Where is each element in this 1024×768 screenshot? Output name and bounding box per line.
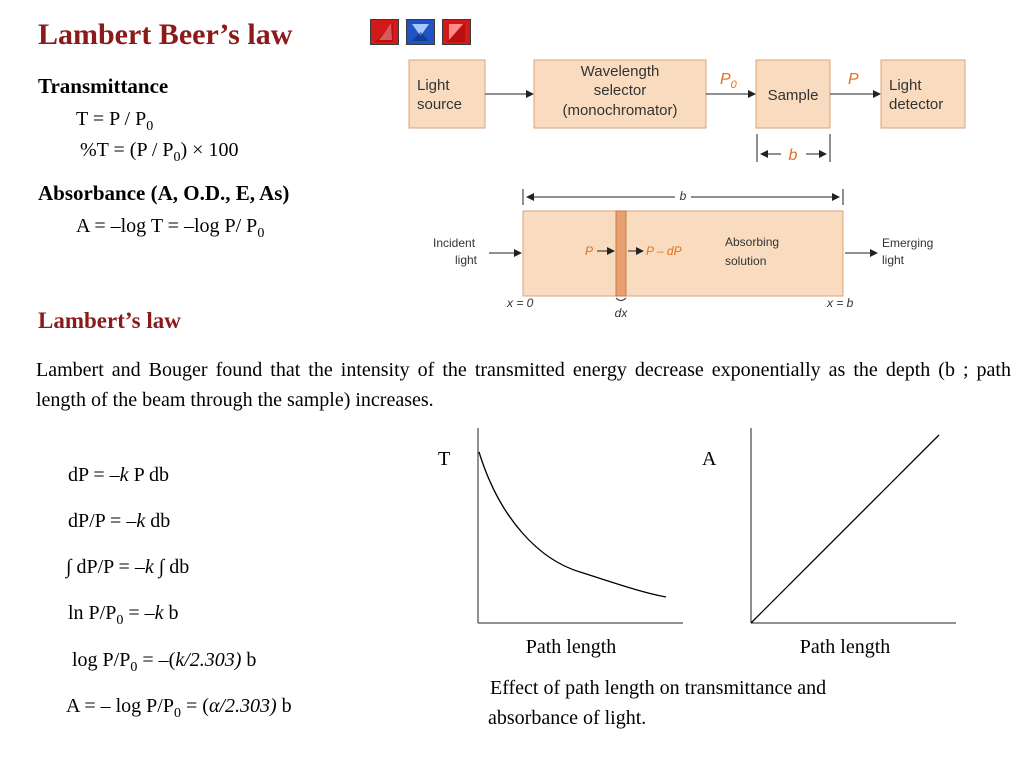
svg-text:b: b	[680, 189, 687, 203]
percent-transmittance-equation: %T = (P / P0) × 100	[80, 139, 239, 165]
home-arrow-icon	[412, 24, 429, 41]
transmittance-heading: Transmittance	[38, 74, 169, 98]
derivation-line-6: A = – log P/P0 = (α/2.303) b	[66, 695, 292, 721]
svg-text:solution: solution	[725, 254, 766, 268]
transmittance-graph: T Path length	[438, 428, 683, 658]
svg-text:selector: selector	[594, 82, 647, 99]
path-length-graphs: T Path length A Path length	[438, 428, 956, 658]
svg-text:P: P	[848, 71, 859, 88]
derivation-line-4: ln P/P0 = –k b	[68, 602, 179, 628]
sample-box	[755, 59, 831, 129]
x-axis-label-right: Path length	[800, 636, 891, 658]
lamberts-law-paragraph: Lambert and Bouger found that the intens…	[36, 359, 1011, 411]
slice-dx	[615, 210, 627, 297]
svg-text:Emerging: Emerging	[882, 236, 933, 250]
transmittance-equation: T = P / P0	[76, 108, 154, 134]
svg-text:light: light	[882, 253, 905, 267]
svg-text:light: light	[455, 253, 478, 267]
svg-text:b: b	[789, 147, 798, 164]
transmittance-curve	[478, 451, 667, 598]
svg-text:(monochromator): (monochromator)	[562, 102, 677, 119]
absorbance-graph: A Path length	[702, 428, 956, 658]
cell-box	[522, 210, 844, 297]
derivation-line-2: dP/P = –k db	[68, 510, 171, 532]
svg-text:Light: Light	[417, 77, 450, 94]
absorbance-equation: A = –log T = –log P/ P0	[76, 215, 265, 241]
svg-text:source: source	[417, 96, 462, 113]
svg-text:Sample: Sample	[768, 87, 819, 104]
prev-slide-button[interactable]	[370, 19, 399, 45]
graph-caption-line-1: Effect of path length on transmittance a…	[490, 677, 827, 699]
wavelength-selector-box	[533, 59, 707, 129]
absorbance-heading: Absorbance (A, O.D., E, As)	[38, 181, 290, 205]
svg-text:Wavelength: Wavelength	[581, 63, 660, 80]
x-axis-label-left: Path length	[526, 636, 617, 658]
svg-text:dx: dx	[615, 306, 629, 320]
graph-caption-line-2: absorbance of light.	[488, 707, 647, 729]
svg-text:Incident: Incident	[433, 236, 476, 250]
derivation-line-5: log P/P0 = –(k/2.303) b	[72, 649, 257, 675]
absorbing-cell-diagram: b Incident light P P – dP Absorbing solu…	[433, 189, 933, 320]
svg-text:x = b: x = b	[826, 296, 854, 310]
svg-text:P – dP: P – dP	[646, 244, 682, 258]
svg-text:x = 0: x = 0	[506, 296, 534, 310]
spectrophotometer-diagram: Light source Wavelength selector (monoch…	[408, 59, 966, 164]
light-source-box	[408, 59, 486, 129]
t-axis-label: T	[438, 448, 450, 470]
home-slide-button[interactable]	[406, 19, 435, 45]
lamberts-law-heading: Lambert’s law	[38, 308, 181, 333]
light-detector-box	[880, 59, 966, 129]
svg-text:Light: Light	[889, 77, 922, 94]
derivation-line-3: ∫ dP/P = –k ∫ db	[66, 556, 190, 578]
derivation-line-1: dP = –k P db	[68, 464, 169, 486]
a-axis-label: A	[702, 448, 717, 470]
p0-label: P0	[720, 71, 738, 91]
absorbance-line	[750, 434, 940, 624]
prev-arrow-icon	[375, 23, 393, 42]
next-slide-button[interactable]	[442, 19, 471, 45]
page-title: Lambert Beer’s law	[38, 18, 293, 51]
svg-text:Absorbing: Absorbing	[725, 235, 779, 249]
next-arrow-icon	[447, 23, 465, 42]
svg-text:detector: detector	[889, 96, 943, 113]
svg-text:P: P	[585, 244, 593, 258]
